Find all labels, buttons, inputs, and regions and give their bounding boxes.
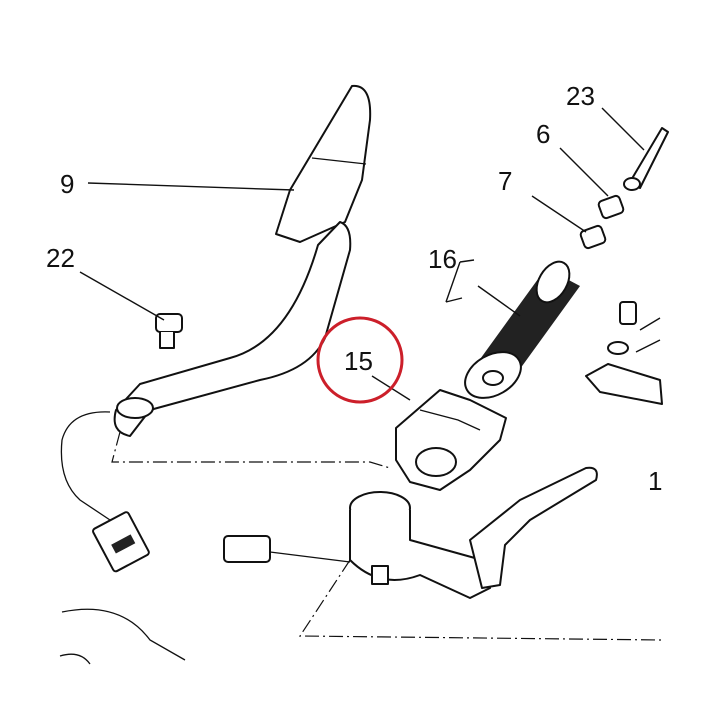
lever-right	[469, 466, 598, 589]
lever-part-9	[60, 84, 372, 521]
callout-22: 22	[46, 243, 75, 273]
leader-7	[531, 195, 587, 233]
highlight-circle-15	[316, 316, 404, 404]
mount-right	[585, 301, 663, 405]
bar-end-part-23	[623, 127, 669, 191]
leader-6	[559, 147, 609, 197]
cable-bottom	[61, 608, 186, 661]
leader-16	[445, 259, 521, 317]
assembly-line-left	[111, 431, 391, 469]
callout-15: 15	[344, 346, 373, 376]
spacer-part-7	[579, 224, 607, 250]
callout-9: 9	[60, 169, 74, 199]
leader-9	[87, 182, 295, 191]
master-cylinder	[349, 491, 491, 599]
callout-7: 7	[498, 166, 512, 196]
leader-23	[601, 107, 645, 151]
callout-23: 23	[566, 81, 595, 111]
connector-left	[92, 511, 150, 573]
grip-part-16	[464, 260, 580, 399]
callout-1: 1	[648, 466, 662, 496]
leader-22	[79, 271, 165, 321]
assembly-line-bottom	[298, 559, 663, 641]
connector-center	[223, 535, 351, 563]
spacer-part-6	[597, 194, 625, 220]
bolt-part-22	[155, 313, 183, 349]
callout-6: 6	[536, 119, 550, 149]
switch-housing-part-15	[395, 389, 507, 491]
callout-16: 16	[428, 244, 457, 274]
